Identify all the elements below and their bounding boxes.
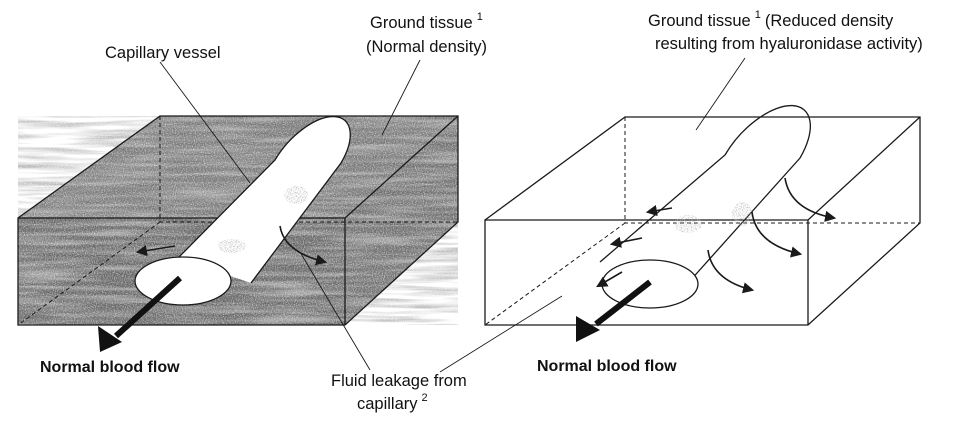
fluid-leakage-label: Fluid leakage from [331,372,467,390]
leak-arrow-right-4 [784,177,837,222]
capillary-vessel-label: Capillary vessel [105,44,221,62]
left-capillary-body [178,116,351,284]
left-leakage-arrows [135,225,328,266]
right-blood-flow-arrow [576,279,652,342]
leak-arrow-right-5 [751,211,803,258]
left-normal-blood-flow-label: Normal blood flow [40,359,180,376]
right-ground-tissue-density: resulting from hyaluronidase activity) [655,35,923,53]
leak-arrow-left-2 [279,225,328,266]
leak-arrow-right-3 [596,271,623,288]
left-ground-tissue-density: (Normal density) [366,38,487,56]
left-capillary-opening [134,256,232,306]
leak-arrow-right-1 [645,205,673,217]
leak-arrow-right-2 [609,236,643,248]
leader-lines [159,57,746,373]
right-normal-blood-flow-label: Normal blood flow [537,358,677,375]
right-leakage-arrows [596,177,837,294]
right-tissue-block [484,116,921,326]
leak-arrow-left-1 [135,245,176,257]
leak-arrow-right-6 [707,249,755,294]
left-blood-flow-arrow [98,275,183,352]
